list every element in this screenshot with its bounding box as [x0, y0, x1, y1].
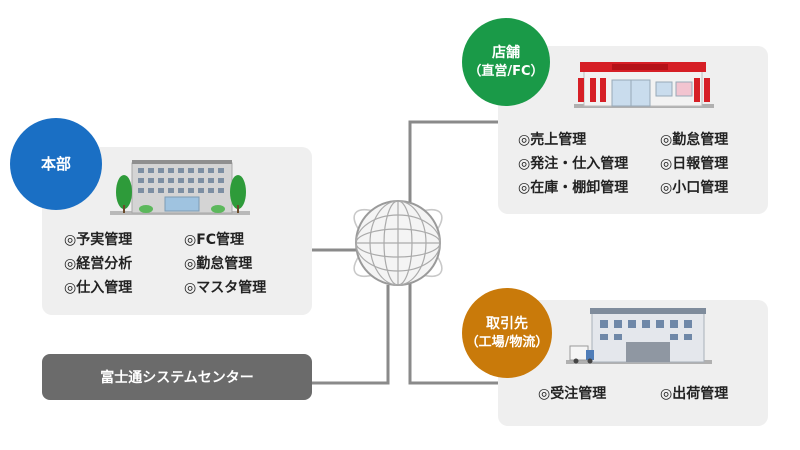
partner-badge-line2: （工場/物流） — [465, 334, 549, 350]
partner-item: ◎出荷管理 — [660, 386, 729, 402]
system-center-bar: 富士通システムセンター — [42, 354, 312, 400]
factory-truck-icon — [566, 308, 712, 364]
store-badge: 店舗 （直営/FC） — [462, 18, 550, 106]
globe-icon — [353, 200, 443, 286]
partner-item: ◎受注管理 — [538, 386, 607, 402]
partner-badge: 取引先 （工場/物流） — [462, 288, 552, 378]
storefront-icon — [574, 62, 714, 108]
hq-item: ◎経営分析 — [64, 256, 133, 272]
hq-item: ◎マスタ管理 — [184, 280, 267, 296]
store-item: ◎勤怠管理 — [660, 132, 729, 148]
partner-badge-line1: 取引先 — [486, 315, 528, 332]
line-globe-partner — [408, 250, 498, 385]
store-item: ◎在庫・棚卸管理 — [518, 180, 629, 196]
hq-badge: 本部 — [10, 118, 102, 210]
store-badge-line1: 店舗 — [492, 44, 520, 61]
office-building-icon — [110, 160, 250, 215]
store-item: ◎日報管理 — [660, 156, 729, 172]
system-center-label: 富士通システムセンター — [100, 370, 254, 386]
hq-item: ◎予実管理 — [64, 232, 133, 248]
hq-badge-label: 本部 — [40, 154, 71, 173]
store-item: ◎小口管理 — [660, 180, 729, 196]
hq-item: ◎仕入管理 — [64, 280, 133, 296]
hq-item: ◎勤怠管理 — [184, 256, 253, 272]
store-item: ◎発注・仕入管理 — [518, 156, 629, 172]
store-item: ◎売上管理 — [518, 132, 587, 148]
hq-item: ◎FC管理 — [184, 232, 245, 248]
line-center-globe — [312, 285, 390, 385]
store-badge-line2: （直営/FC） — [468, 63, 544, 79]
